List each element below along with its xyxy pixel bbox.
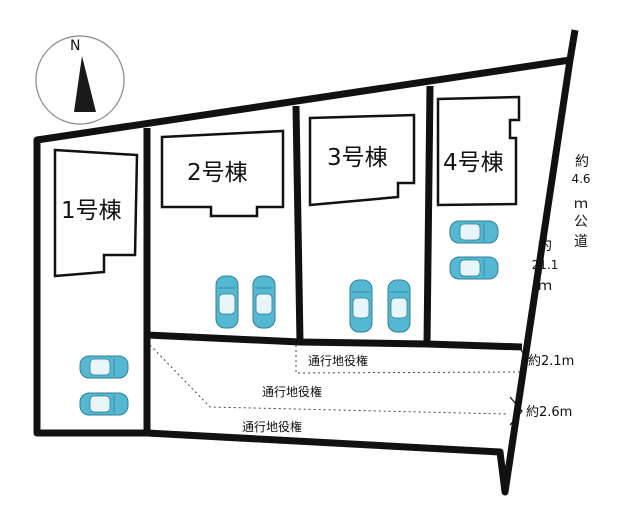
road-width-text-2: ｍ [574, 196, 588, 212]
car-4a [449, 220, 499, 244]
outer-boundary [33, 29, 579, 496]
north-arrow-icon [74, 56, 96, 112]
road-width-label: 約 4.6 ｍ 公 道 [571, 154, 590, 250]
easement-lines [149, 344, 521, 415]
dim-bracket-2 [509, 396, 523, 426]
easement-label-3: 通行地役権 [242, 419, 302, 434]
north-label: N [70, 38, 80, 54]
car-2a [215, 275, 239, 329]
road-width-text-3: 公 [574, 214, 588, 230]
road-width-text-1: 4.6 [571, 172, 590, 186]
lot-divider-2 [292, 105, 304, 343]
frontage-text-1: 21.1 [532, 258, 559, 272]
easement-line-b [149, 344, 508, 415]
car-2b [252, 275, 276, 329]
easement-width-2: 約2.6m [526, 405, 572, 420]
dim-bracket-1 [519, 347, 528, 373]
houses [53, 95, 521, 278]
lot-label-3: 3号棟 [327, 145, 388, 171]
dimension-marks [509, 347, 528, 426]
road-width-text-4: 道 [574, 234, 588, 250]
easement-label-2: 通行地役権 [262, 384, 322, 399]
lot-label-2: 2号棟 [187, 160, 248, 186]
easement-top-edge [146, 331, 523, 351]
car-1b [79, 392, 129, 416]
site-boundary [33, 29, 579, 496]
car-3b [387, 279, 411, 333]
house-1 [53, 148, 139, 278]
compass: N [35, 35, 125, 125]
lot-label-1: 1号棟 [61, 198, 122, 224]
easement-label-1: 通行地役権 [308, 353, 368, 368]
frontage-text-0: 約 [538, 238, 552, 254]
car-1a [79, 355, 129, 379]
car-3a [349, 279, 373, 333]
frontage-text-2: ｍ [538, 278, 552, 294]
house-4 [436, 95, 521, 207]
lot-divider-3 [423, 85, 434, 345]
car-4b [449, 256, 499, 280]
easement-width-1: 約2.1m [528, 354, 574, 369]
road-width-text-0: 約 [575, 154, 589, 170]
house-3 [308, 113, 416, 207]
house-2 [160, 129, 285, 218]
frontage-label: 約 21.1 ｍ [532, 238, 559, 294]
lot-label-4: 4号棟 [443, 150, 504, 176]
